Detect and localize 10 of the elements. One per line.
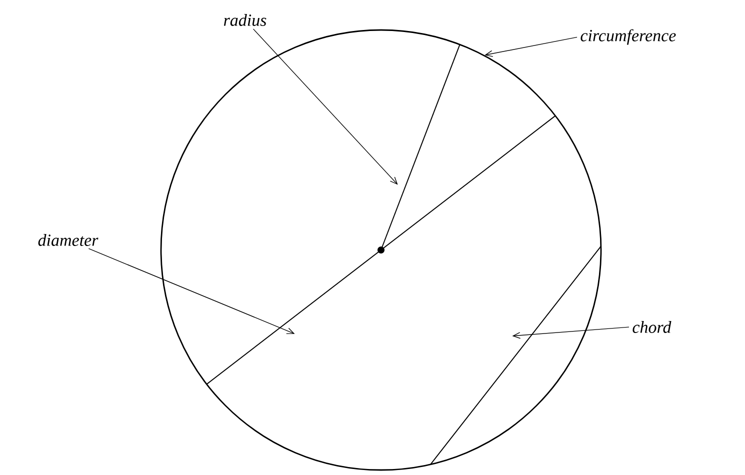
chord-line [430,246,602,465]
leader-arrow [252,28,398,185]
diameter-line [206,115,556,385]
part-label: chord [632,321,672,333]
part-label: diameter [38,234,98,246]
leader-arrow [484,36,578,57]
leader-arrow [512,326,630,339]
leader-arrow [88,248,295,334]
part-label: radius [224,14,266,26]
part-label: circumference [580,29,676,45]
